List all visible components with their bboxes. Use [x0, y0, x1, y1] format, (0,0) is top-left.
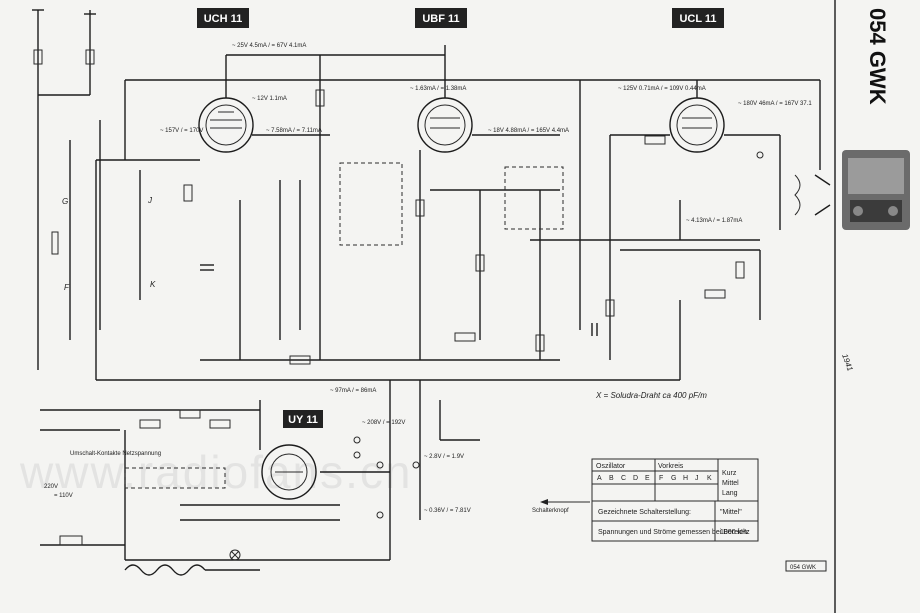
- reading-ucl-right: ~ 180V 46mA / = 167V 37.1: [738, 101, 812, 107]
- reading-uch-top: ~ 25V 4.5mA / = 67V 4.1mA: [232, 43, 306, 49]
- note-mains-minus: = 110V: [54, 493, 73, 499]
- table-row1-left: Gezeichnete Schalterstellung:: [598, 509, 691, 516]
- table-row2-right: 1000 kHz: [720, 529, 750, 536]
- tube-tag-ubf: UBF 11: [415, 8, 467, 28]
- mains-selector-box: [124, 467, 226, 489]
- reading-ubf-right: ~ 18V 4.88mA / = 165V 4.4mA: [488, 128, 569, 134]
- table-col-osc: Oszillator: [596, 463, 626, 470]
- tube-tag-ucl: UCL 11: [672, 8, 724, 28]
- if-shield-2: [504, 166, 564, 230]
- table-letter-j: J: [695, 475, 699, 482]
- switch-table: Oszillator Vorkreis Kurz Mittel Lang A B…: [591, 458, 759, 542]
- table-band-mittel: Mittel: [722, 480, 739, 487]
- note-switch-knob: Schalterknopf: [532, 508, 569, 514]
- tube-uch11-symbol: [198, 97, 254, 153]
- radio-photo: [842, 150, 910, 230]
- table-letter-d: D: [633, 475, 638, 482]
- table-letter-a: A: [597, 475, 602, 482]
- tube-tag-uy: UY 11: [283, 410, 323, 428]
- reading-ubf-top: ~ 1.63mA / = 1.38mA: [410, 86, 466, 92]
- table-letter-b: B: [609, 475, 614, 482]
- table-letter-k: K: [707, 475, 712, 482]
- reading-ucl-cath: ~ 4.13mA / = 1.87mA: [686, 218, 742, 224]
- reading-uch-anode: ~ 12V 1.1mA: [252, 96, 287, 102]
- table-row2-left: Spannungen und Ströme gemessen bei Berei…: [598, 529, 749, 536]
- if-shield-1: [339, 162, 403, 246]
- reading-uch-right: ~ 7.58mA / = 7.11mA: [266, 128, 322, 134]
- table-letter-f: F: [659, 475, 663, 482]
- note-mains-contacts: Umschalt-Kontakte Netzspannung: [70, 451, 161, 457]
- reading-vr2: ~ 2.8V / = 1.9V: [424, 454, 464, 460]
- label-g: G: [62, 197, 68, 206]
- reading-vr3: ~ 0.36V / = 7.81V: [424, 508, 471, 514]
- model-title: 054 GWK: [865, 8, 890, 105]
- reading-vr1: ~ 208V / = 192V: [362, 420, 405, 426]
- reading-ucl-top: ~ 125V 0.71mA / = 109V 0.44mA: [618, 86, 706, 92]
- table-band-kurz: Kurz: [722, 470, 737, 477]
- note-soludra-wire: X = Soludra-Draht ca 400 pF/m: [595, 391, 707, 400]
- table-letter-e: E: [645, 475, 650, 482]
- label-f: F: [64, 283, 70, 292]
- components: [33, 49, 764, 546]
- table-row1-right: "Mittel": [720, 509, 742, 516]
- svg-text:UY 11: UY 11: [288, 414, 318, 426]
- tube-ubf11-symbol: [417, 97, 473, 153]
- table-band-lang: Lang: [722, 490, 738, 497]
- tube-tag-uch: UCH 11: [197, 8, 249, 28]
- reading-uy-left: ~ 97mA / = 86mA: [330, 388, 376, 394]
- year-note: 1941: [840, 353, 855, 373]
- code-box: [785, 560, 827, 572]
- table-letter-g: G: [671, 475, 676, 482]
- switch-arrow-head: [540, 499, 548, 505]
- reading-uch-left: ~ 157V / = 170V: [160, 128, 203, 134]
- table-letter-h: H: [683, 475, 688, 482]
- code-box-label: 054 GWK: [790, 565, 816, 571]
- tube-ucl11-symbol: [669, 97, 725, 153]
- table-col-vor: Vorkreis: [658, 463, 684, 470]
- note-mains: 220V: [44, 484, 58, 490]
- table-letter-c: C: [621, 475, 626, 482]
- table-letters: A B C D E F G H J K: [597, 475, 712, 482]
- svg-text:UCL 11: UCL 11: [679, 13, 716, 25]
- svg-text:UCH 11: UCH 11: [204, 13, 243, 25]
- label-j: J: [147, 196, 153, 205]
- tube-uy11-symbol: [261, 444, 317, 500]
- wiring: [32, 9, 831, 576]
- svg-text:UBF 11: UBF 11: [422, 13, 459, 25]
- label-k: K: [150, 280, 156, 289]
